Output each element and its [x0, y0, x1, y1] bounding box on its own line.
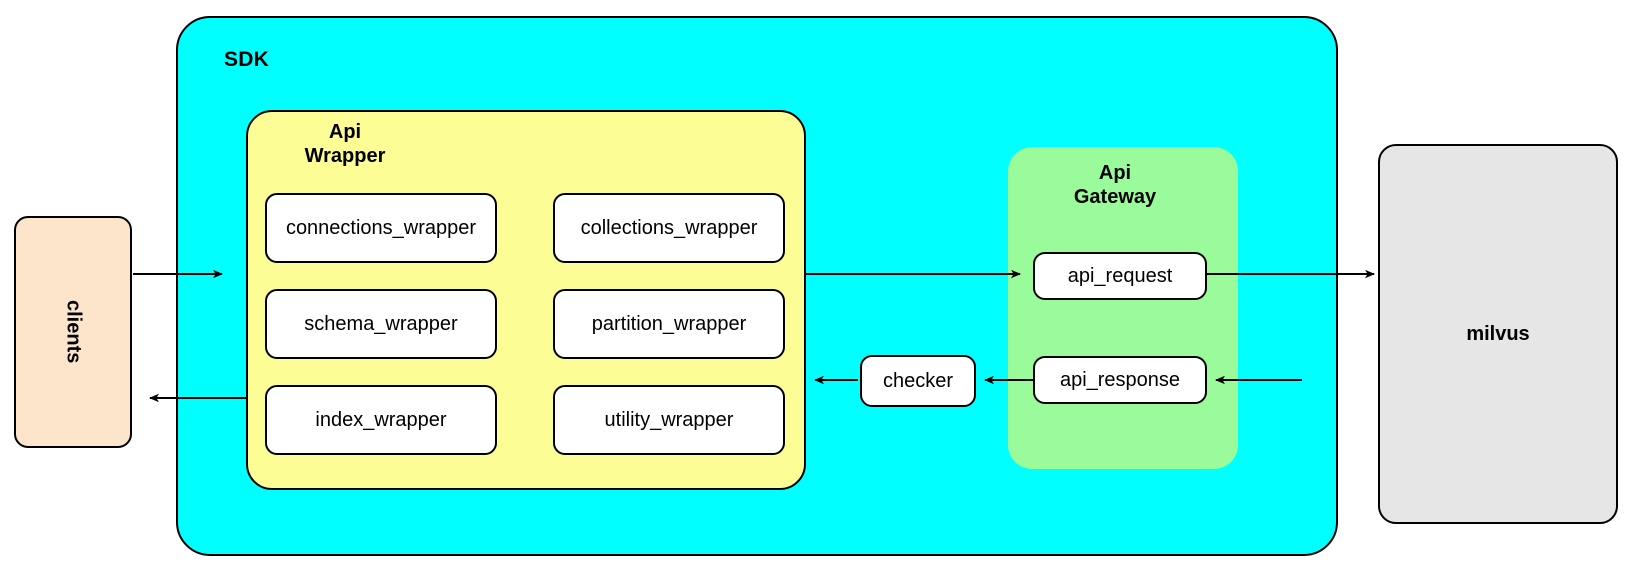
node-partition-wrapper[interactable]: partition_wrapper — [553, 289, 785, 359]
node-label: collections_wrapper — [580, 216, 758, 239]
node-collections-wrapper[interactable]: collections_wrapper — [553, 193, 785, 263]
node-api-response[interactable]: api_response — [1033, 356, 1207, 404]
sdk-label: SDK — [224, 48, 269, 71]
node-schema-wrapper[interactable]: schema_wrapper — [265, 289, 497, 359]
clients-node[interactable]: clients — [14, 216, 132, 448]
milvus-label: milvus — [1466, 322, 1530, 345]
milvus-node[interactable]: milvus — [1378, 144, 1618, 524]
node-connections-wrapper[interactable]: connections_wrapper — [265, 193, 497, 263]
node-label: checker — [882, 369, 954, 392]
clients-label: clients — [62, 300, 85, 364]
node-index-wrapper[interactable]: index_wrapper — [265, 385, 497, 455]
node-label: api_request — [1067, 264, 1173, 287]
node-checker[interactable]: checker — [860, 355, 976, 407]
api-gateway-label: Api Gateway — [1073, 162, 1157, 209]
node-label: connections_wrapper — [285, 216, 477, 239]
node-label: partition_wrapper — [591, 312, 747, 335]
node-utility-wrapper[interactable]: utility_wrapper — [553, 385, 785, 455]
api-gateway-container[interactable]: Api Gateway — [1008, 147, 1238, 469]
node-api-request[interactable]: api_request — [1033, 252, 1207, 300]
api-wrapper-label: Api Wrapper — [304, 121, 386, 168]
node-label: index_wrapper — [315, 408, 447, 431]
node-label: schema_wrapper — [304, 312, 458, 335]
node-label: utility_wrapper — [604, 408, 734, 431]
node-label: api_response — [1059, 368, 1181, 391]
